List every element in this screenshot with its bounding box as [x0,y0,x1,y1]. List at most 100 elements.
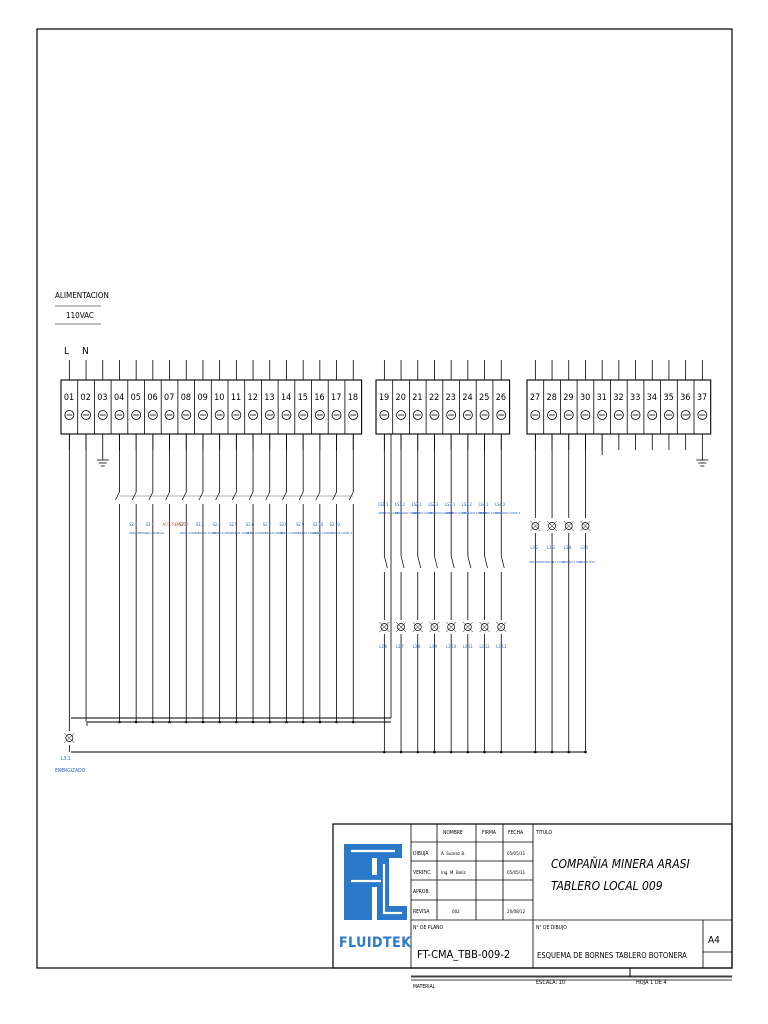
switch-tag: ACC. REMOTO [163,522,189,527]
terminal-number: 17 [331,393,341,403]
pilot-lamp-icon [464,623,472,631]
dibujo-value: ESQUEMA DE BORNES TABLERO BOTONERA [537,951,687,960]
switch-desc: ABRIR COMP. 5 [313,531,333,535]
terminal-number: 35 [663,393,673,403]
lamp-tag: L3.5 [580,545,588,550]
lamp-desc: ENCENDIDO [529,560,545,564]
terminal-screw-icon [331,410,342,420]
fluidtek-logo: FLUIDTEK [339,844,412,951]
lamp-tag: L3.11 [463,644,473,649]
main-lamp-desc: ENERGIZADO [55,768,86,774]
terminal-screw-icon [97,410,108,420]
lamp-tag: L3.4 [564,545,572,550]
terminal-screw-icon [496,410,507,420]
limit-switch-tag: LS3.1 [445,502,455,507]
lamp-tag: L3.2 [530,545,538,550]
terminal-number: 11 [231,393,241,403]
switch-tag: S2.8 [279,522,288,527]
terminal-number: 01 [64,393,74,403]
terminal-screw-icon [446,410,457,420]
terminal-number: 27 [530,393,540,403]
terminal-number: 06 [147,393,157,403]
titulo-label: TITULO [535,830,552,836]
terminal-number: 10 [214,393,224,403]
row-name: 002 [452,909,460,915]
main-lamp-tag: L3.1 [61,756,71,762]
terminal-screw-icon [81,410,91,420]
terminal-screw-icon [630,410,641,420]
supply-voltage: 110VAC [66,311,94,320]
limit-switch-tag: LS1.1 [378,502,388,507]
switch-tag: S2.6 [246,522,255,527]
switch-desc: CERRAR COMP. 4 [296,531,319,535]
terminal-number: 12 [248,393,258,403]
switch-desc: ACC. MANUAL [146,531,165,535]
terminal-screw-icon [563,410,574,420]
terminal-screw-icon [64,410,75,420]
lamp-tag: L3.13 [496,644,506,649]
pilot-lamp-icon [564,522,573,530]
switch-desc: ABRIR COMP. 4 [279,531,299,535]
escala: ESCALA: 10 [536,980,566,986]
row-name: Ing. M. Boliz [441,870,466,876]
terminal-screw-icon [680,410,691,420]
terminal-number: 13 [264,393,274,403]
terminal-number: 19 [379,393,389,403]
switch-desc: ABRIR COMP. 3 [246,531,266,535]
switch-tag: S2.1 [179,522,187,527]
sheet-size: A4 [708,935,720,946]
switch-desc: CERRAR COMP. 5 [330,531,353,535]
col-fecha: FECHA [508,830,524,836]
terminal-number: 28 [547,393,557,403]
lamp-tag: L3.10 [446,644,457,649]
lamp-tag: L3.3 [547,545,555,550]
pilot-lamp-icon [531,522,540,530]
lamp-tag: L3.12 [480,644,490,649]
pilot-lamp-icon [447,623,455,631]
switch-tag: S2.5 [229,522,237,527]
terminal-screw-icon [664,410,674,420]
terminal-number: 34 [647,393,657,403]
hoja: HOJA 1 DE 4 [636,980,667,986]
col-nombre: NOMBRE [443,830,463,836]
pilot-lamp-icon [497,623,506,631]
pilot-lamp-icon [581,522,590,530]
terminal-number: 30 [580,393,590,403]
terminal-number: 24 [462,393,472,403]
terminal-screw-icon [697,410,708,420]
pilot-lamp-icon [65,734,74,742]
limit-switch-desc: ABIERTO COMP. 4 [479,511,503,515]
switch-tag: S2.9 [296,522,305,527]
pilot-lamp-icon [480,623,489,631]
limit-switch-desc: ABIERTO COMP. 3 [445,511,469,515]
terminal-number: 18 [348,393,358,403]
terminal-number: 07 [164,393,174,403]
material-label: MATERIAL [413,984,436,990]
terminal-screw-icon [547,410,557,420]
terminal-screw-icon [114,410,125,420]
pilot-lamp-icon [413,623,422,631]
terminal-number: 22 [429,393,439,403]
terminal-screw-icon [462,410,473,420]
lamp-tag: L3.6 [379,644,387,649]
terminal-number: 29 [563,393,573,403]
terminal-number: 26 [496,393,506,403]
lamp-tag: L3.7 [396,644,404,649]
terminal-screw-icon [613,410,624,420]
row-role: VERIFIC. [413,870,432,876]
terminal-screw-icon [379,410,390,420]
terminal-screw-icon [131,410,142,420]
plano-value: FT-CMA_TBB-009-2 [417,948,510,961]
terminal-number: 03 [97,393,107,403]
terminal-number: 23 [446,393,456,403]
logo-text: FLUIDTEK [339,935,412,951]
terminal-number: 25 [479,393,489,403]
row-date: 05/05/11 [507,851,526,857]
terminal-number: 04 [114,393,124,403]
terminal-screw-icon [479,410,490,420]
neutral-label: N [82,346,89,357]
